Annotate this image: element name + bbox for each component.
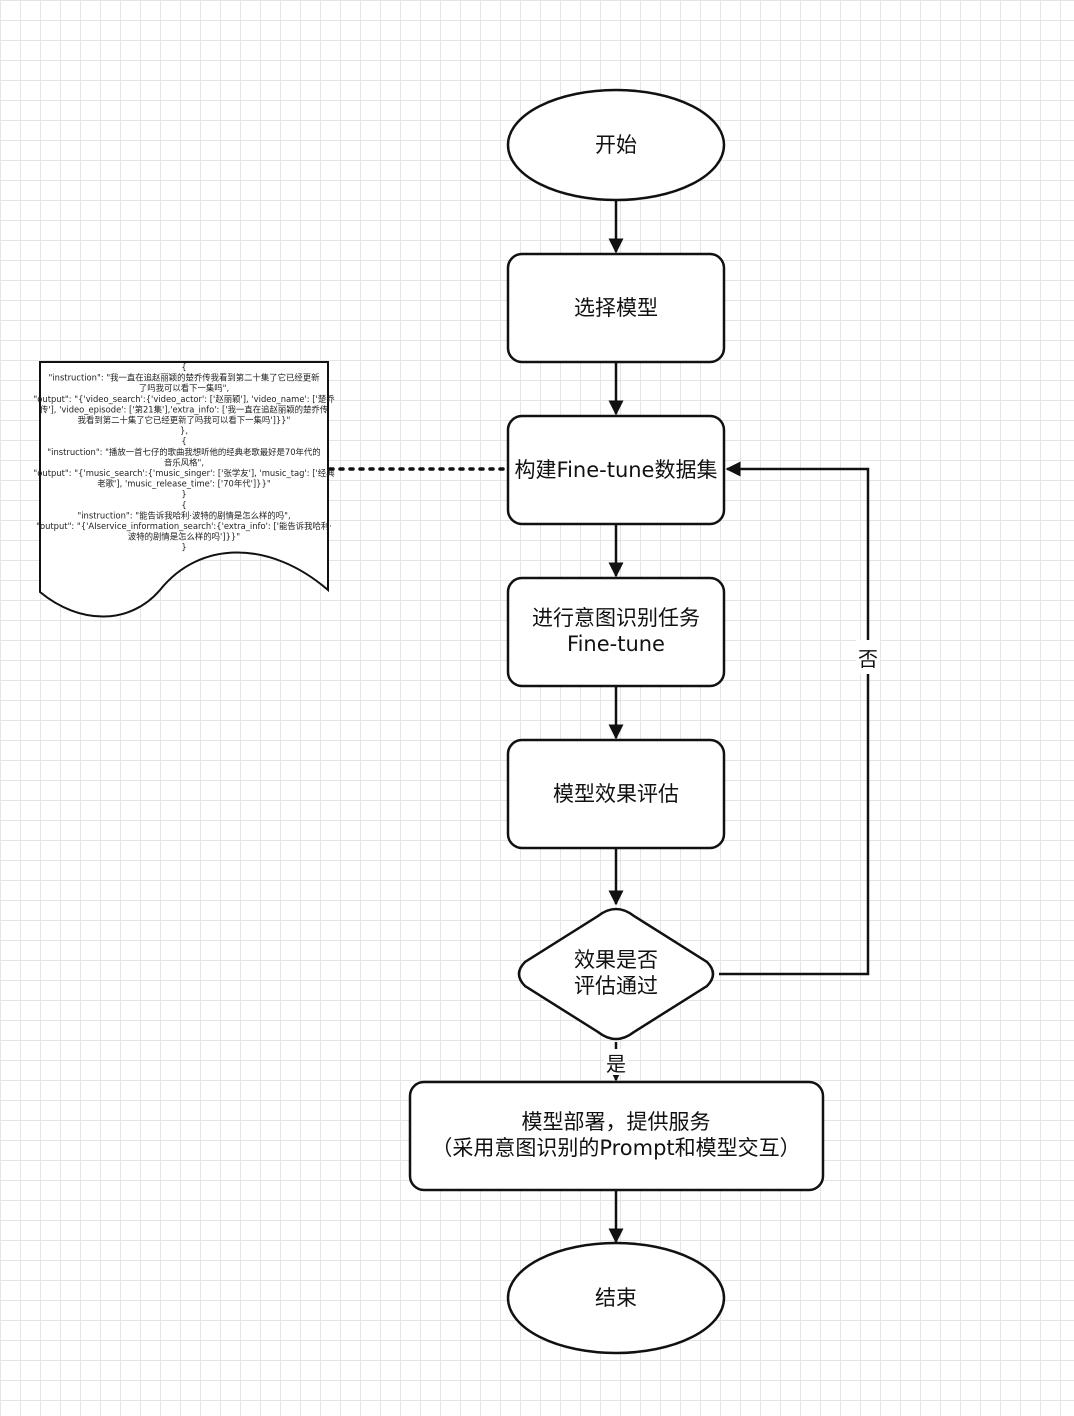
note-shape	[39, 361, 329, 618]
note-line: "output": "{'AIservice_information_searc…	[36, 521, 332, 531]
node-evaluate: 模型效果评估	[506, 738, 726, 850]
node-finetune-label-2: Fine-tune	[567, 632, 665, 656]
node-select-model-label: 选择模型	[574, 296, 658, 320]
node-build-dataset: 构建Fine-tune数据集	[506, 414, 726, 526]
edge-label-no: 否	[858, 647, 878, 671]
note-text: {"instruction": "我一直在追赵丽颖的楚乔传我看到第二十集了它已经…	[33, 362, 335, 552]
node-decision-label-2: 评估通过	[574, 974, 658, 998]
note-line: "instruction": "播放一首七仔的歌曲我想听他的经典老歌最好是70年…	[47, 447, 320, 457]
note-line: 老歌'], 'music_release_time': ['70年代']}}"	[97, 479, 271, 489]
node-deploy-label-2: （采用意图识别的Prompt和模型交互）	[431, 1136, 800, 1160]
note-line: "output": "{'music_search':{'music_singe…	[33, 468, 335, 478]
note-line: 了吗我可以看下一集吗",	[139, 383, 229, 393]
node-start-label: 开始	[595, 133, 637, 157]
node-deploy-label-1: 模型部署，提供服务	[522, 1110, 711, 1134]
node-select-model: 选择模型	[506, 252, 726, 364]
node-start: 开始	[506, 88, 726, 202]
note-line: "instruction": "我一直在追赵丽颖的楚乔传我看到第二十集了它已经更…	[48, 373, 320, 383]
note-line: 音乐风格",	[164, 457, 204, 467]
note-line: {	[181, 362, 186, 372]
note-line: "output": "{'video_search':{'video_actor…	[33, 394, 335, 404]
edge-decision-no-loop	[719, 461, 870, 976]
note-line: 传'], 'video_episode': ['第21集'],'extra_in…	[40, 404, 328, 414]
node-deploy: 模型部署，提供服务 （采用意图识别的Prompt和模型交互）	[408, 1080, 825, 1192]
note-line: }	[181, 542, 186, 552]
note-line: {	[181, 436, 186, 446]
note-line: 我看到第二十集了它已经更新了吗我可以看下一集吗']}}"	[78, 415, 291, 425]
node-decision: 效果是否 评估通过	[517, 907, 715, 1041]
note-line: 波特的剧情是怎么样的吗']}}"	[128, 532, 240, 542]
note-line: }	[181, 489, 186, 499]
data-sample-note: {"instruction": "我一直在追赵丽颖的楚乔传我看到第二十集了它已经…	[33, 361, 335, 618]
note-line: },	[180, 426, 188, 436]
node-finetune-label-1: 进行意图识别任务	[532, 606, 700, 630]
note-line: {	[181, 500, 186, 510]
edge-label-yes: 是	[606, 1052, 626, 1076]
node-finetune: 进行意图识别任务 Fine-tune	[506, 576, 726, 688]
note-line: "instruction": "能告诉我哈利·波特的剧情是怎么样的吗",	[77, 510, 290, 520]
node-build-dataset-label: 构建Fine-tune数据集	[515, 458, 718, 482]
node-end: 结束	[506, 1241, 726, 1355]
node-evaluate-label: 模型效果评估	[553, 782, 679, 806]
node-decision-label-1: 效果是否	[574, 948, 658, 972]
node-end-label: 结束	[595, 1286, 637, 1310]
